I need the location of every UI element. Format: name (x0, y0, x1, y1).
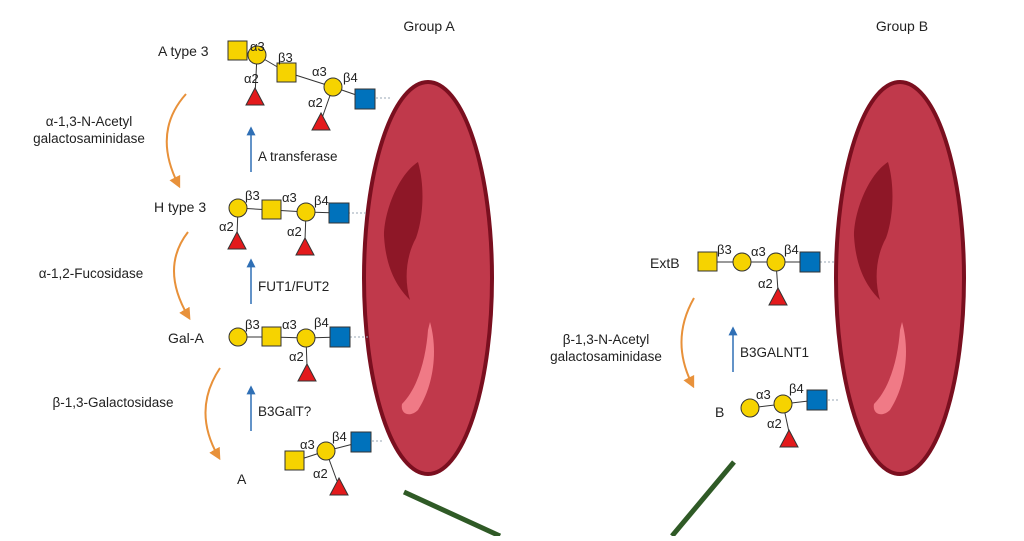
galnac-icon (697, 251, 718, 272)
linkage-label: β3 (245, 317, 260, 332)
linkage-label: α2 (219, 219, 234, 234)
label-h-type3: H type 3 (154, 199, 206, 215)
fucose-icon (329, 476, 349, 496)
glcnac-icon (806, 389, 828, 411)
glcnac-icon (350, 431, 372, 453)
galactose-icon (323, 77, 343, 97)
linkage-label: α3 (312, 64, 327, 79)
linkage-label: α3 (751, 244, 766, 259)
enzyme-label-gh-1-line2: galactosaminidase (33, 131, 145, 146)
fucose-icon (245, 86, 265, 106)
galactose-icon (247, 45, 267, 65)
linkage-label: β4 (784, 242, 799, 257)
fucose-icon (297, 362, 317, 382)
label-a-type3: A type 3 (158, 43, 209, 59)
galnac-icon (284, 450, 305, 471)
enzyme-label-gh-2: α-1,2-Fucosidase (39, 266, 144, 281)
glcnac-icon (354, 88, 376, 110)
membrane-anchors (348, 97, 840, 442)
linkage-label: α2 (289, 349, 304, 364)
linkage-label: β4 (314, 315, 329, 330)
linkage-label: α3 (756, 387, 771, 402)
linkage-label: β4 (789, 381, 804, 396)
enzyme-label-gh-b-line1: β-1,3-N-Acetyl (563, 332, 650, 347)
enzyme-label-gh-b-line2: galactosaminidase (550, 349, 662, 364)
fucose-icon (227, 230, 247, 250)
glcnac-icon (329, 326, 351, 348)
glcnac-icon (328, 202, 350, 224)
linkage-label: β4 (332, 429, 347, 444)
red-blood-cell-b (834, 80, 966, 476)
galactose-icon (296, 202, 316, 222)
linkage-label: β4 (314, 193, 329, 208)
galnac-icon (276, 62, 297, 83)
enzyme-label-gh-3: β-1,3-Galactosidase (52, 395, 173, 410)
enzyme-label-gt-3: B3GalT? (258, 404, 311, 419)
galnac-icon (227, 40, 248, 61)
fucose-icon (768, 286, 788, 306)
green-connector-left (402, 489, 502, 539)
galactose-icon (316, 441, 336, 461)
glycan-b: α3 β4 α2 (740, 381, 828, 448)
enzyme-label-gt-2: FUT1/FUT2 (258, 279, 329, 294)
glycan-gal-a: β3 α3 β4 α2 (228, 315, 351, 382)
galactose-icon (766, 252, 786, 272)
linkage-label: α2 (758, 276, 773, 291)
fucose-icon (311, 111, 331, 131)
label-gal-a: Gal-A (168, 330, 204, 346)
linkage-label: α3 (282, 190, 297, 205)
linkage-label: α2 (244, 71, 259, 86)
group-a-header: Group A (403, 18, 455, 34)
linkage-label: α2 (308, 95, 323, 110)
hydrolysis-arrow-b (680, 297, 695, 389)
hydrolysis-arrow-1 (165, 93, 187, 189)
linkage-label: α3 (282, 317, 297, 332)
glcnac-icon (799, 251, 821, 273)
linkage-label: α3 (250, 39, 265, 54)
glycan-a: α3 β4 α2 (284, 429, 372, 496)
label-a: A (237, 471, 247, 487)
linkage-label: β3 (245, 188, 260, 203)
glycan-h-type3: β3 α3 β4 α2 α2 (219, 188, 350, 256)
group-b-header: Group B (876, 18, 928, 34)
enzyme-label-gt-b: B3GALNT1 (740, 345, 809, 360)
glycan-extb: β3 α3 β4 α2 (697, 242, 821, 306)
galactose-icon (773, 394, 793, 414)
linkage-label: α3 (300, 437, 315, 452)
green-connector-right (670, 460, 736, 538)
red-blood-cell-a (362, 80, 494, 476)
fucose-icon (779, 428, 799, 448)
linkage-label: β3 (717, 242, 732, 257)
galactose-icon (228, 327, 248, 347)
enzyme-label-gt-1: A transferase (258, 149, 338, 164)
fucose-icon (295, 236, 315, 256)
galactose-icon (732, 252, 752, 272)
hydrolysis-arrow-2 (173, 231, 191, 321)
glycan-a-type3: α3 β3 α3 β4 α2 α2 (227, 39, 376, 131)
linkage-label: β4 (343, 70, 358, 85)
hydrolysis-arrow-3 (204, 367, 221, 461)
linkage-label: α2 (313, 466, 328, 481)
label-extb: ExtB (650, 255, 680, 271)
enzyme-label-gh-1-line1: α-1,3-N-Acetyl (46, 114, 133, 129)
galactose-icon (740, 398, 760, 418)
linkage-label: β3 (278, 50, 293, 65)
galnac-icon (261, 199, 282, 220)
galactose-icon (296, 328, 316, 348)
linkage-label: α2 (287, 224, 302, 239)
galactose-icon (228, 198, 248, 218)
label-b: B (715, 404, 724, 420)
linkage-label: α2 (767, 416, 782, 431)
galnac-icon (261, 326, 282, 347)
